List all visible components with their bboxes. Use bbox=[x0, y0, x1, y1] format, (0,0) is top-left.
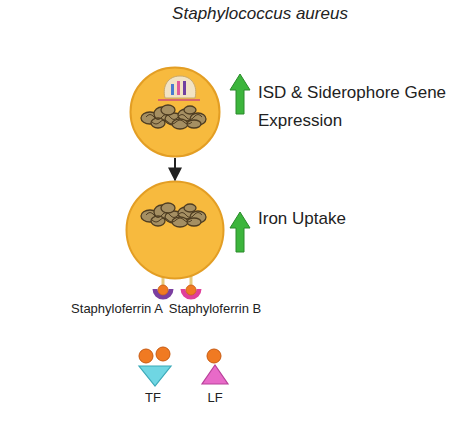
iron-ball bbox=[186, 285, 196, 295]
cell-circle: Iron Uptake bbox=[125, 180, 225, 280]
lactoferrin-triangle bbox=[202, 365, 228, 384]
iron-ball bbox=[158, 285, 168, 295]
siderophore-receptors bbox=[155, 285, 199, 297]
cell-body bbox=[127, 182, 224, 279]
molecule-label: Staphyloferrin B bbox=[169, 301, 262, 317]
lactoferrin-icon bbox=[202, 349, 228, 384]
figure-title: Staphylococcus aureus bbox=[160, 3, 360, 25]
receptor-stem bbox=[190, 276, 193, 289]
trna-bar bbox=[183, 81, 186, 95]
chromosome bbox=[141, 203, 206, 227]
iron-ball bbox=[207, 349, 221, 363]
receptor-cup bbox=[183, 289, 199, 297]
cell-label: ISD & Siderophore Gene Expression bbox=[258, 79, 463, 135]
increase-arrow bbox=[230, 212, 250, 252]
cell-body bbox=[131, 68, 220, 157]
cell-outline bbox=[129, 66, 221, 158]
green-arrows bbox=[230, 74, 250, 252]
molecule-label: Staphyloferrin A bbox=[71, 301, 163, 317]
iron-ball bbox=[156, 347, 170, 361]
molecule-label: TF bbox=[145, 390, 161, 406]
cell-circle: ISD & Siderophore Gene Expression bbox=[129, 66, 221, 158]
cell-outline bbox=[125, 180, 225, 280]
chromosome bbox=[141, 105, 206, 129]
transferrin-icon bbox=[139, 347, 171, 386]
flow-arrow bbox=[174, 158, 176, 180]
increase-arrow bbox=[230, 74, 250, 114]
trna-bar bbox=[171, 84, 174, 95]
molecule-label: LF bbox=[207, 390, 222, 406]
ribosome-body bbox=[164, 76, 196, 98]
cell-label: Iron Uptake bbox=[258, 205, 463, 233]
receptor-cup bbox=[155, 289, 171, 297]
transferrin-triangle bbox=[139, 366, 171, 386]
mrna-strand bbox=[158, 99, 200, 101]
iron-ball bbox=[139, 349, 153, 363]
ribosome-icon bbox=[158, 76, 200, 100]
trna-bar bbox=[177, 81, 180, 95]
